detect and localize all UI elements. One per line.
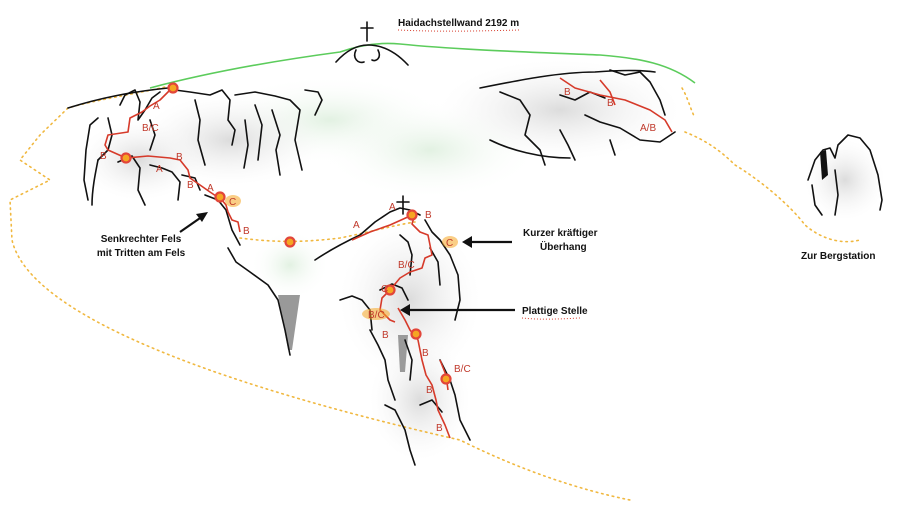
approach-trails: [9, 85, 861, 501]
grade-g17: B: [382, 330, 389, 341]
grade-g12: B: [425, 210, 432, 221]
grade-g24: A/B: [640, 123, 656, 134]
grade-g2: B/C: [142, 123, 159, 134]
grade-highlights: [225, 195, 458, 320]
belay-markers: [120, 82, 452, 385]
belay-marker: [440, 373, 452, 385]
summit-name-label: Haidachstellwand 2192 m: [398, 18, 519, 29]
grade-g18: B: [422, 348, 429, 359]
belay-marker: [214, 191, 226, 203]
grade-g1: A: [153, 101, 160, 112]
grade-g9: B: [243, 226, 250, 237]
annotation-slab: Plattige Stelle: [522, 306, 588, 317]
grade-g5: A: [156, 164, 163, 175]
grade-highlight: [442, 236, 458, 248]
belay-marker: [120, 152, 132, 164]
climbing-routes: [104, 77, 673, 439]
annotation-overhang-line2: Überhang: [540, 240, 587, 253]
grade-g4: B: [176, 152, 183, 163]
annotations: Haidachstellwand 2192 m Senkrechter Fels…: [97, 18, 875, 320]
grade-g10: A: [353, 220, 360, 231]
annotation-left-feature-line1: Senkrechter Fels: [101, 234, 182, 245]
grade-g15: C: [381, 284, 388, 295]
grade-g7: A: [207, 183, 214, 194]
grade-g20: B: [426, 385, 433, 396]
grade-g23: B: [607, 98, 614, 109]
rock-outlines: [67, 21, 883, 466]
grade-g8: C: [229, 197, 236, 208]
grade-highlight: [225, 195, 241, 207]
grade-g11: A: [389, 202, 396, 213]
belay-marker: [284, 236, 296, 248]
annotation-station: Zur Bergstation: [801, 251, 875, 262]
grade-highlight: [362, 308, 390, 320]
grade-g6: B: [187, 180, 194, 191]
arrow-to-left-feature: [179, 215, 204, 233]
annotation-left-feature-line2: mit Tritten am Fels: [97, 248, 186, 259]
grade-g14: B/C: [398, 260, 415, 271]
grade-g22: B: [564, 87, 571, 98]
summit-ridge-line: [149, 42, 696, 89]
belay-marker: [410, 328, 422, 340]
belay-marker: [406, 209, 418, 221]
belay-marker: [167, 82, 179, 94]
grade-labels: A B/C B B A B A C B A A B C B/C C B/C B …: [100, 87, 656, 434]
grade-g21: B: [436, 423, 443, 434]
annotation-overhang-line1: Kurzer kräftiger: [523, 228, 598, 239]
grade-g13: C: [446, 238, 453, 249]
grade-g19: B/C: [454, 364, 471, 375]
grade-g3: B: [100, 151, 107, 162]
belay-marker: [384, 284, 396, 296]
grade-g16: B/C: [368, 310, 385, 321]
